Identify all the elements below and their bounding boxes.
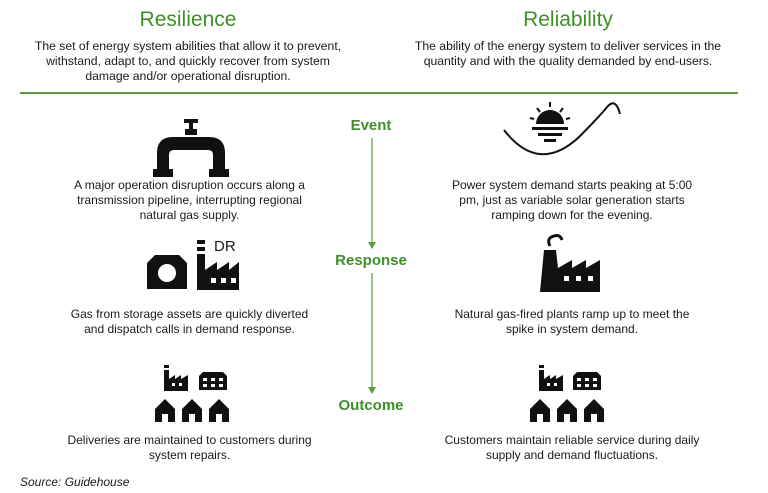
stage-outcome-label: Outcome: [338, 397, 404, 414]
reliability-title: Reliability: [523, 8, 613, 31]
resilience-response-text: Gas from storage assets are quickly dive…: [70, 307, 309, 336]
factory-icon: [164, 365, 188, 391]
source-note: Source: Guidehouse: [20, 475, 130, 489]
commercial-building-icon: [199, 372, 227, 390]
stage-arrows: [368, 138, 376, 394]
reliability-definition: The ability of the energy system to deli…: [414, 39, 722, 68]
house-icon: [155, 399, 229, 422]
pipeline-valve-icon: [153, 119, 229, 177]
resilience-definition: The set of energy system abilities that …: [34, 39, 342, 83]
resilience-event-text: A major operation disruption occurs alon…: [74, 178, 305, 222]
arrow-head-outcome: [368, 387, 376, 394]
demand-response-label: DR: [214, 238, 236, 255]
storage-tank-icon: [147, 255, 187, 289]
factory-icon: [539, 365, 563, 391]
sunset-demand-curve-icon: [503, 102, 621, 155]
arrow-head-response: [368, 242, 376, 249]
header-divider: [20, 92, 738, 94]
reliability-event-text: Power system demand starts peaking at 5:…: [451, 178, 693, 222]
resilience-outcome-text: Deliveries are maintained to customers d…: [67, 433, 312, 462]
stage-response-label: Response: [335, 252, 407, 269]
reliability-outcome-text: Customers maintain reliable service duri…: [444, 433, 700, 462]
resilience-title: Resilience: [139, 8, 237, 31]
commercial-building-icon: [573, 372, 601, 390]
reliability-response-text: Natural gas-fired plants ramp up to meet…: [454, 307, 690, 336]
power-plant-icon: [540, 234, 600, 292]
stage-event-label: Event: [350, 117, 392, 134]
house-icon: [530, 399, 604, 422]
factory-icon: [197, 240, 239, 290]
